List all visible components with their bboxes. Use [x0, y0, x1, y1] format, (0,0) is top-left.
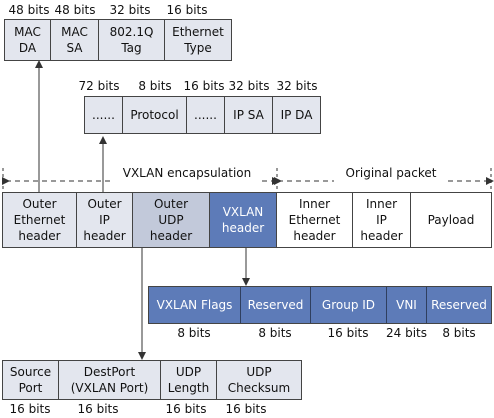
udp-bits-checksum: 16 bits	[225, 402, 267, 416]
field-8021q-tag: 802.1Q Tag	[99, 20, 165, 60]
udp-bits-source-port: 16 bits	[9, 402, 51, 416]
ip-bits-ip-sa: 32 bits	[228, 79, 270, 93]
ip-bits-ip-da: 32 bits	[276, 79, 318, 93]
vxlan-header-fields: VXLAN Flags Reserved Group ID VNI Reserv…	[148, 286, 492, 324]
field-vxlan-reserved-2: Reserved	[431, 298, 487, 312]
field-ip-pad2: ......	[187, 97, 225, 133]
field-vxlan-flags: VXLAN Flags	[149, 287, 241, 323]
vxlan-bits-group-id: 16 bits	[327, 326, 369, 340]
eth-bits-mac-da: 48 bits	[8, 3, 50, 17]
field-ip-da: IP DA	[280, 108, 313, 122]
vxlan-bits-flags: 8 bits	[177, 326, 211, 340]
eth-bits-mac-sa: 48 bits	[54, 3, 96, 17]
vxlan-packet-row: Outer Ethernet header Outer IP header Ou…	[2, 192, 492, 248]
field-vxlan-header: VXLAN header	[210, 193, 277, 247]
vxlan-encapsulation-label: VXLAN encapsulation	[112, 166, 262, 180]
field-dest-port: DestPort (VXLAN Port)	[59, 361, 161, 399]
field-outer-ethernet-header: Outer Ethernet header	[3, 193, 77, 247]
ip-bits-pad1: 72 bits	[78, 79, 120, 93]
field-ip-sa: IP SA	[225, 97, 273, 133]
field-ip-pad1: ......	[85, 97, 123, 133]
field-mac-sa: MAC SA	[51, 20, 99, 60]
ip-header-fields: ...... Protocol ...... IP SA IP DA	[84, 96, 321, 134]
eth-bits-type: 16 bits	[166, 3, 208, 17]
field-mac-da: MAC DA	[5, 20, 51, 60]
udp-header-fields: Source Port DestPort (VXLAN Port) UDP Le…	[2, 360, 302, 400]
field-protocol: Protocol	[123, 97, 187, 133]
eth-bits-tag: 32 bits	[109, 3, 151, 17]
field-vni: VNI	[387, 287, 427, 323]
field-outer-ip-header: Outer IP header	[77, 193, 133, 247]
vxlan-bits-reserved-2: 8 bits	[442, 326, 476, 340]
field-ethernet-type: Ethernet Type	[172, 25, 224, 55]
field-vxlan-reserved-1: Reserved	[241, 287, 311, 323]
ethernet-header-fields: MAC DA MAC SA 802.1Q Tag Ethernet Type	[4, 19, 232, 61]
ip-bits-protocol: 8 bits	[138, 79, 172, 93]
vxlan-bits-reserved-1: 8 bits	[258, 326, 292, 340]
field-group-id: Group ID	[311, 287, 387, 323]
original-packet-label: Original packet	[336, 166, 446, 180]
field-inner-ip-header: Inner IP header	[353, 193, 411, 247]
field-inner-ethernet-header: Inner Ethernet header	[277, 193, 353, 247]
field-udp-length: UDP Length	[161, 361, 217, 399]
vxlan-bits-vni: 24 bits	[386, 326, 427, 340]
udp-bits-dest-port: 16 bits	[77, 402, 119, 416]
field-payload: Payload	[411, 193, 491, 247]
field-outer-udp-header: Outer UDP header	[133, 193, 210, 247]
field-source-port: Source Port	[3, 361, 59, 399]
ip-bits-pad2: 16 bits	[183, 79, 225, 93]
udp-bits-length: 16 bits	[165, 402, 207, 416]
field-udp-checksum: UDP Checksum	[227, 365, 291, 395]
